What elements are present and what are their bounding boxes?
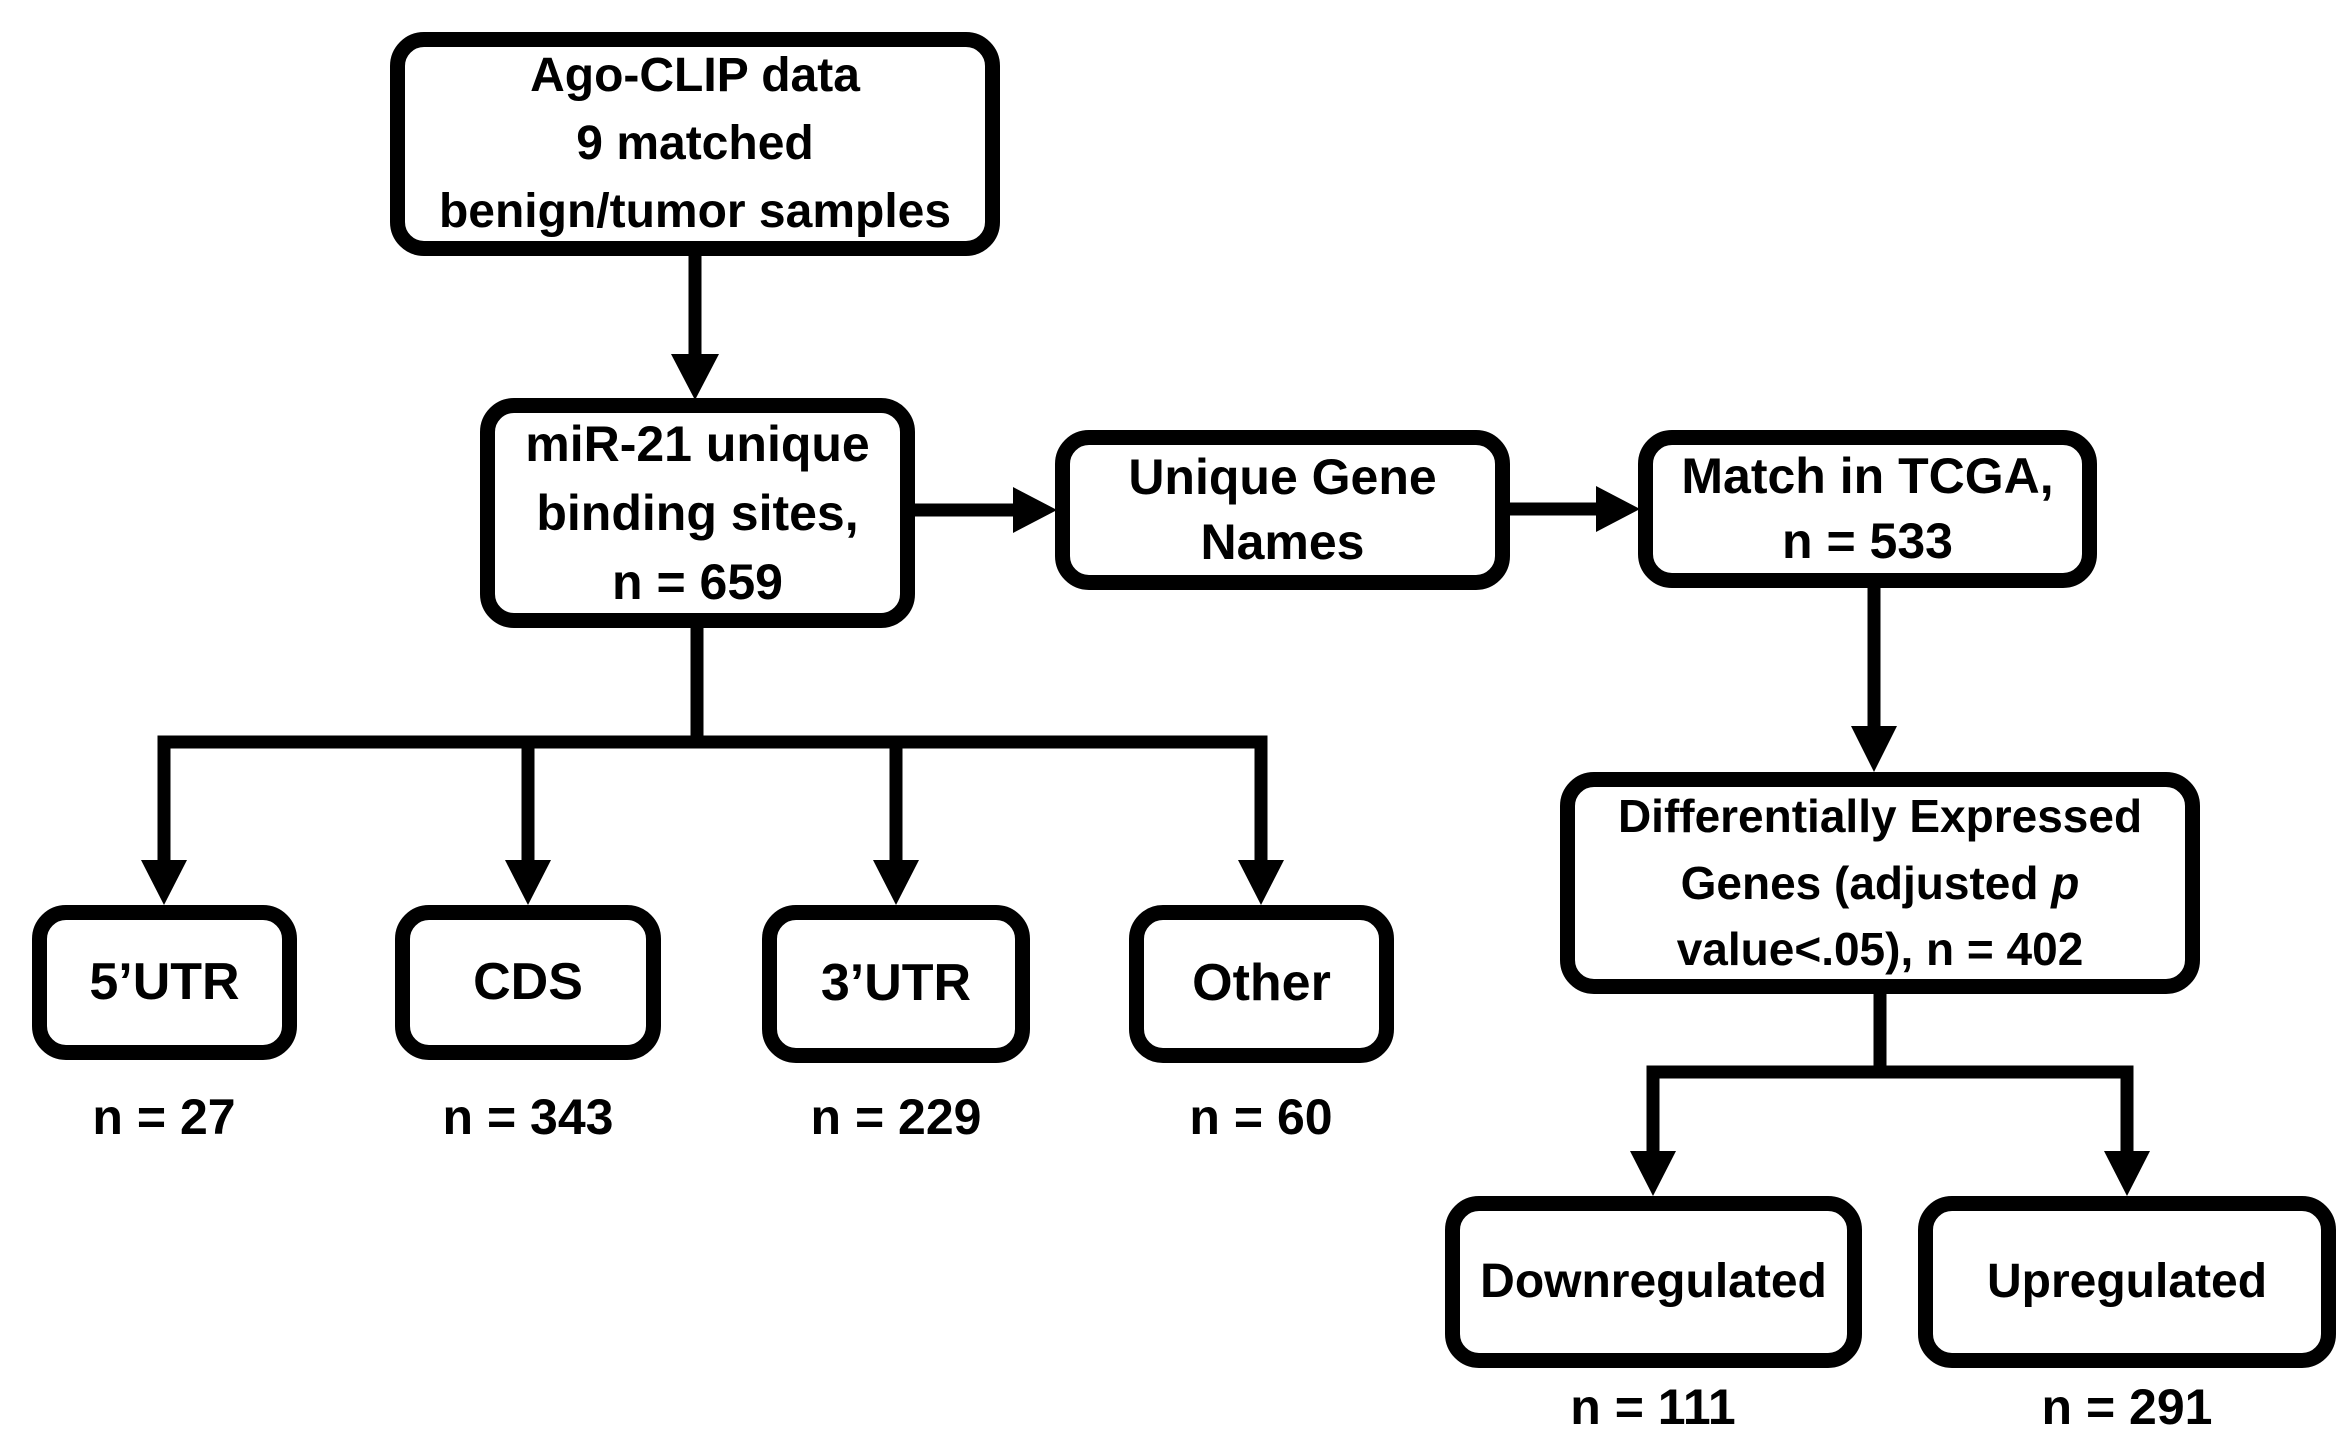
count-5utr: n = 27	[92, 1089, 236, 1145]
box-match-in-tcga: Match in TCGA, n = 533	[1638, 430, 2097, 588]
box-other: Other	[1129, 905, 1394, 1063]
box-mir21-binding-sites: miR-21 unique binding sites, n = 659	[480, 398, 915, 628]
box-line: 3’UTR	[820, 954, 972, 1013]
box-line: n = 533	[1782, 513, 1953, 569]
italic-p: p	[2051, 856, 2080, 909]
box-downregulated: Downregulated	[1445, 1196, 1862, 1368]
box-line: value<.05), n = 402	[1676, 923, 2084, 976]
box-line: 5’UTR	[89, 952, 240, 1011]
arrow-ago-to-mir21	[671, 254, 719, 400]
box-line: n = 659	[612, 553, 783, 610]
box-line: Upregulated	[1986, 1254, 2268, 1308]
box-line: miR-21 unique	[525, 415, 870, 472]
count-other: n = 60	[1189, 1089, 1333, 1145]
count-3utr: n = 229	[810, 1089, 982, 1145]
box-differentially-expressed-genes: Differentially Expressed Genes (adjusted…	[1560, 772, 2200, 994]
box-line: Downregulated	[1480, 1254, 1827, 1308]
box-upregulated: Upregulated	[1918, 1196, 2336, 1368]
box-line: binding sites,	[536, 484, 859, 541]
tree-mir21-branches	[141, 622, 1284, 905]
box-3utr: 3’UTR	[762, 905, 1030, 1063]
arrow-mir21-to-unique-gene-names	[911, 487, 1057, 533]
box-line: Other	[1192, 954, 1331, 1013]
box-line: CDS	[473, 952, 583, 1011]
box-line: 9 matched	[576, 116, 814, 170]
tree-deg-branches	[1630, 990, 2150, 1196]
box-cds: CDS	[395, 905, 661, 1060]
box-line: Differentially Expressed	[1617, 789, 2143, 842]
box-line: Unique Gene	[1128, 449, 1437, 505]
count-cds: n = 343	[442, 1089, 614, 1145]
box-ago-clip-data: Ago-CLIP data 9 matched benign/tumor sam…	[390, 32, 1000, 256]
arrow-tcga-to-deg	[1851, 584, 1897, 772]
box-line: Ago-CLIP data	[530, 48, 860, 102]
box-line: benign/tumor samples	[438, 185, 952, 239]
box-line: Genes (adjusted p	[1681, 850, 2080, 917]
count-upregulated: n = 291	[2041, 1379, 2213, 1435]
box-line: Match in TCGA,	[1681, 448, 2054, 504]
count-downregulated: n = 111	[1570, 1379, 1736, 1435]
arrow-unique-gene-names-to-tcga	[1506, 486, 1640, 532]
box-5utr: 5’UTR	[32, 905, 297, 1060]
box-line-text: Genes (adjusted	[1680, 856, 2039, 909]
box-unique-gene-names: Unique Gene Names	[1055, 430, 1510, 590]
box-line: Names	[1200, 514, 1365, 570]
